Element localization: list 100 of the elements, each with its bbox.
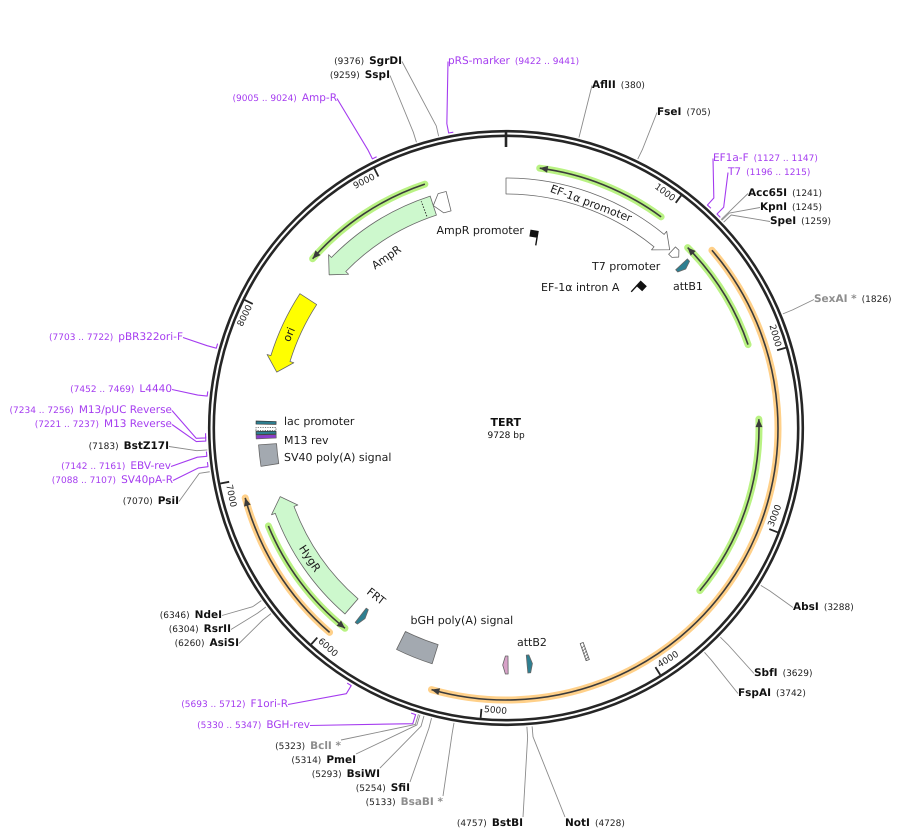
enzyme-name: SgrDI bbox=[369, 55, 402, 67]
feature-label: ori bbox=[280, 325, 298, 344]
primer-name: L4440 bbox=[139, 383, 172, 395]
enzyme-name: AbsI bbox=[793, 601, 819, 613]
enzyme-name: FspAI bbox=[738, 687, 771, 699]
primer-range: (7703 .. 7722) bbox=[49, 332, 114, 344]
site-position: (3629) bbox=[782, 668, 812, 680]
primer-name: T7 bbox=[728, 166, 742, 178]
enzyme-name: SfiI bbox=[390, 782, 410, 794]
enzyme-name: BclI * bbox=[310, 740, 341, 752]
leader-line bbox=[172, 410, 206, 439]
tick-label: 5000 bbox=[484, 705, 508, 718]
leader-line bbox=[230, 606, 266, 630]
leader-line bbox=[410, 718, 432, 782]
tick-label: 7000 bbox=[224, 484, 238, 508]
feature-label: AmpR promoter bbox=[436, 224, 524, 236]
enzyme-name: SspI bbox=[364, 69, 390, 81]
site-position: (6304) bbox=[168, 624, 199, 636]
site-position: (9376) bbox=[334, 56, 364, 68]
enzyme-name: RsrII bbox=[204, 623, 231, 635]
leader-line bbox=[288, 682, 352, 706]
leader-line bbox=[380, 716, 424, 768]
primer-range: (7234 .. 7256) bbox=[10, 405, 74, 417]
leader-line bbox=[402, 61, 440, 137]
leader-line bbox=[704, 652, 738, 694]
enzyme-name: BstBI bbox=[492, 817, 523, 829]
tick-label: 9000 bbox=[352, 172, 378, 192]
primer-name: Amp-R bbox=[302, 92, 337, 104]
enzyme-name: Acc65I bbox=[748, 187, 788, 199]
enzyme-name: BsiWI bbox=[346, 768, 380, 780]
feature-label: T7 promoter bbox=[592, 260, 660, 272]
plasmid-name: TERT bbox=[490, 416, 521, 428]
leader-line bbox=[172, 462, 209, 481]
tick-label: 8000 bbox=[236, 304, 255, 329]
site-position: (4728) bbox=[594, 818, 625, 830]
primer-range: (5330 .. 5347) bbox=[197, 720, 262, 732]
feature-label: lac promoter bbox=[284, 414, 354, 428]
enzyme-name: AflII bbox=[592, 79, 616, 91]
site-position: (1826) bbox=[862, 294, 892, 306]
site-position: (3288) bbox=[824, 602, 854, 614]
site-position: (5254) bbox=[356, 783, 386, 795]
feature-label: FRT bbox=[364, 584, 388, 608]
site-position: (6346) bbox=[160, 610, 190, 622]
leader-line bbox=[578, 85, 592, 138]
leader-line bbox=[446, 61, 454, 134]
leader-line bbox=[310, 712, 416, 726]
feature-label: attB1 bbox=[673, 280, 703, 292]
leader-line bbox=[238, 613, 272, 644]
enzyme-name: KpnI bbox=[760, 201, 788, 213]
feature-label: EF-1α intron A bbox=[541, 280, 620, 294]
site-position: (3742) bbox=[776, 688, 806, 700]
site-position: (9259) bbox=[330, 70, 360, 82]
tick-label: 3000 bbox=[766, 503, 784, 528]
leader-line bbox=[336, 98, 377, 160]
leader-line bbox=[168, 446, 208, 452]
site-position: (1259) bbox=[801, 216, 832, 228]
site-position: (7183) bbox=[88, 441, 119, 453]
leader-line bbox=[222, 600, 262, 616]
leader-line bbox=[760, 584, 794, 608]
site-position: (5323) bbox=[275, 741, 306, 753]
site-position: (4757) bbox=[456, 818, 487, 830]
enzyme-name: AsiSI bbox=[210, 637, 239, 649]
site-position: (6260) bbox=[174, 638, 205, 650]
leader-line bbox=[182, 336, 218, 349]
primer-range: (9005 .. 9024) bbox=[232, 93, 297, 105]
primer-range: (9422 .. 9441) bbox=[514, 56, 580, 68]
leader-line bbox=[172, 424, 206, 442]
enzyme-name: SbfI bbox=[754, 667, 778, 679]
primer-range: (7452 .. 7469) bbox=[70, 384, 134, 396]
primer-name: M13 Reverse bbox=[104, 418, 172, 430]
primer-name: SV40pA-R bbox=[121, 474, 173, 486]
feature-label: attB2 bbox=[517, 636, 547, 648]
leader-line bbox=[716, 172, 729, 218]
leader-line bbox=[637, 112, 658, 160]
leader-line bbox=[720, 193, 748, 220]
leader-line bbox=[340, 714, 419, 740]
site-position: (7070) bbox=[122, 496, 153, 508]
leader-line bbox=[782, 299, 814, 314]
enzyme-name: SexAI * bbox=[814, 293, 857, 305]
plasmid-size: 9728 bp bbox=[488, 430, 525, 442]
leader-line bbox=[442, 722, 454, 796]
enzyme-name: PsiI bbox=[158, 495, 179, 507]
leader-line bbox=[723, 214, 770, 223]
leader-line bbox=[170, 452, 208, 468]
feature-label: M13 rev bbox=[284, 434, 329, 446]
primer-range: (7088 .. 7107) bbox=[52, 475, 116, 487]
leader-line bbox=[178, 471, 210, 502]
primer-name: EBV-rev bbox=[130, 460, 171, 472]
enzyme-name: SpeI bbox=[770, 215, 796, 227]
enzyme-name: BstZ17I bbox=[124, 440, 169, 452]
primer-range: (1196 .. 1215) bbox=[746, 167, 810, 179]
enzyme-name: BsaBI * bbox=[400, 796, 443, 808]
primer-name: M13/pUC Reverse bbox=[78, 404, 172, 416]
leader-line bbox=[706, 158, 714, 209]
feature-label: bGH poly(A) signal bbox=[410, 614, 514, 626]
leader-line bbox=[356, 714, 420, 754]
leader-line bbox=[721, 207, 760, 221]
leader-line bbox=[172, 388, 208, 397]
tick-label: 2000 bbox=[766, 324, 782, 348]
site-position: (5314) bbox=[291, 755, 322, 767]
